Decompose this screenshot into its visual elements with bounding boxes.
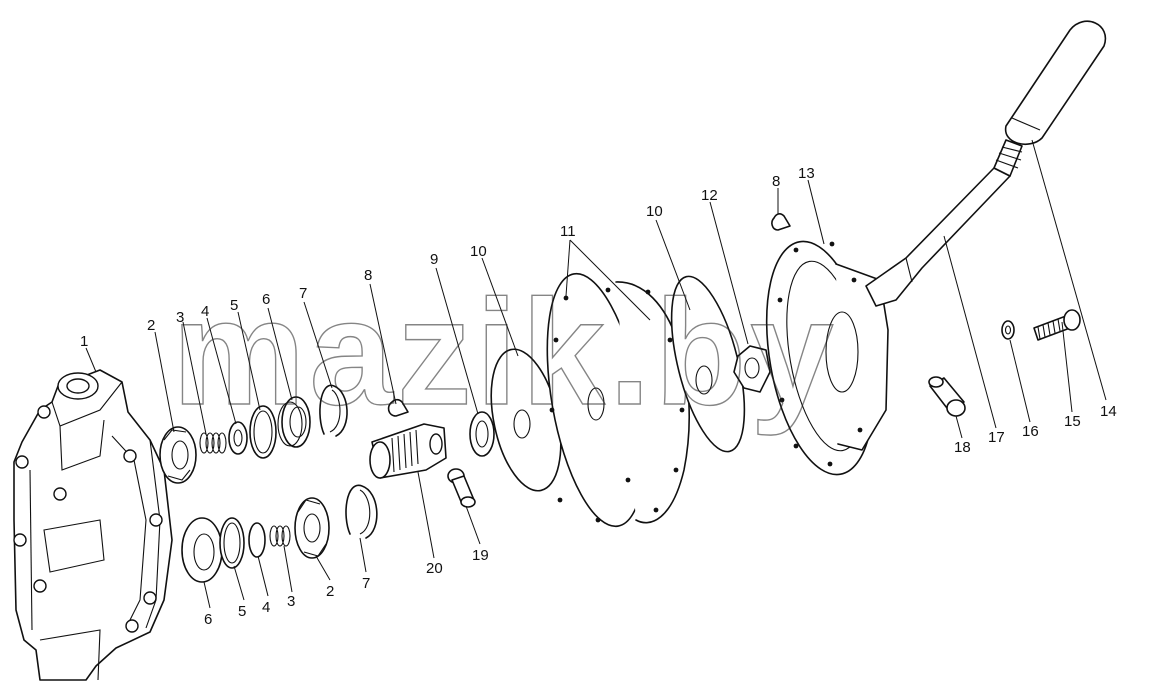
callout-20: 20 bbox=[426, 560, 443, 577]
leader-lines bbox=[85, 139, 1107, 609]
callout-6-upper: 6 bbox=[262, 291, 270, 308]
part-3-spring-upper bbox=[199, 432, 227, 454]
part-4-valve-plate-upper bbox=[228, 421, 248, 455]
callout-10-right: 10 bbox=[646, 203, 663, 220]
part-5-ring-upper bbox=[249, 405, 277, 459]
callout-labels: 1 2 3 4 5 6 7 8 9 10 11 10 12 8 13 14 15… bbox=[80, 165, 1117, 628]
part-8-cotter-right bbox=[771, 213, 791, 231]
part-7-snap-ring-lower bbox=[345, 484, 378, 539]
part-6-bushing-upper bbox=[277, 396, 311, 448]
callout-13: 13 bbox=[798, 165, 815, 182]
callout-7-lower: 7 bbox=[362, 575, 370, 592]
callout-5-upper: 5 bbox=[230, 297, 238, 314]
callout-7-upper: 7 bbox=[299, 285, 307, 302]
part-7-snap-ring-upper bbox=[319, 384, 348, 437]
watermark-text: mazik.by bbox=[172, 268, 838, 436]
part-13-cover bbox=[765, 240, 889, 476]
callout-3-lower: 3 bbox=[287, 593, 295, 610]
callout-4-lower: 4 bbox=[262, 599, 270, 616]
callout-17: 17 bbox=[988, 429, 1005, 446]
callout-12: 12 bbox=[701, 187, 718, 204]
callout-18: 18 bbox=[954, 439, 971, 456]
part-14-handle bbox=[993, 20, 1107, 177]
part-6-bushing-lower bbox=[181, 517, 223, 583]
part-1-housing bbox=[13, 369, 173, 681]
callout-10-left: 10 bbox=[470, 243, 487, 260]
callout-2-lower: 2 bbox=[326, 583, 334, 600]
part-2-valve-seat-lower bbox=[294, 497, 330, 559]
part-2-valve-seat-upper bbox=[159, 426, 197, 484]
callout-19: 19 bbox=[472, 547, 489, 564]
callout-2-upper: 2 bbox=[147, 317, 155, 334]
callout-8-right: 8 bbox=[772, 173, 780, 190]
part-3-spring-lower bbox=[269, 525, 291, 547]
callout-4-upper: 4 bbox=[201, 303, 209, 320]
callout-15: 15 bbox=[1064, 413, 1081, 430]
callout-9: 9 bbox=[430, 251, 438, 268]
callout-8-center: 8 bbox=[364, 267, 372, 284]
part-17-lever bbox=[865, 167, 1011, 307]
part-18-pin bbox=[928, 376, 966, 417]
part-4-valve-plate-lower bbox=[248, 522, 266, 558]
callout-1: 1 bbox=[80, 333, 88, 350]
part-9-washer bbox=[469, 411, 495, 457]
part-16-washer bbox=[1001, 320, 1015, 340]
part-12-nut bbox=[733, 345, 771, 393]
part-8-cotter-center bbox=[387, 398, 409, 417]
callout-5-lower: 5 bbox=[238, 603, 246, 620]
part-11-diaphragm-back bbox=[615, 281, 691, 524]
part-20-plug bbox=[369, 423, 447, 479]
callout-11: 11 bbox=[560, 223, 576, 240]
part-15-bolt bbox=[1033, 309, 1081, 341]
callout-14: 14 bbox=[1100, 403, 1117, 420]
part-19-pin bbox=[447, 468, 476, 508]
callout-6-lower: 6 bbox=[204, 611, 212, 628]
callout-16: 16 bbox=[1022, 423, 1039, 440]
part-5-ring-lower bbox=[219, 517, 245, 569]
callout-3-upper: 3 bbox=[176, 309, 184, 326]
